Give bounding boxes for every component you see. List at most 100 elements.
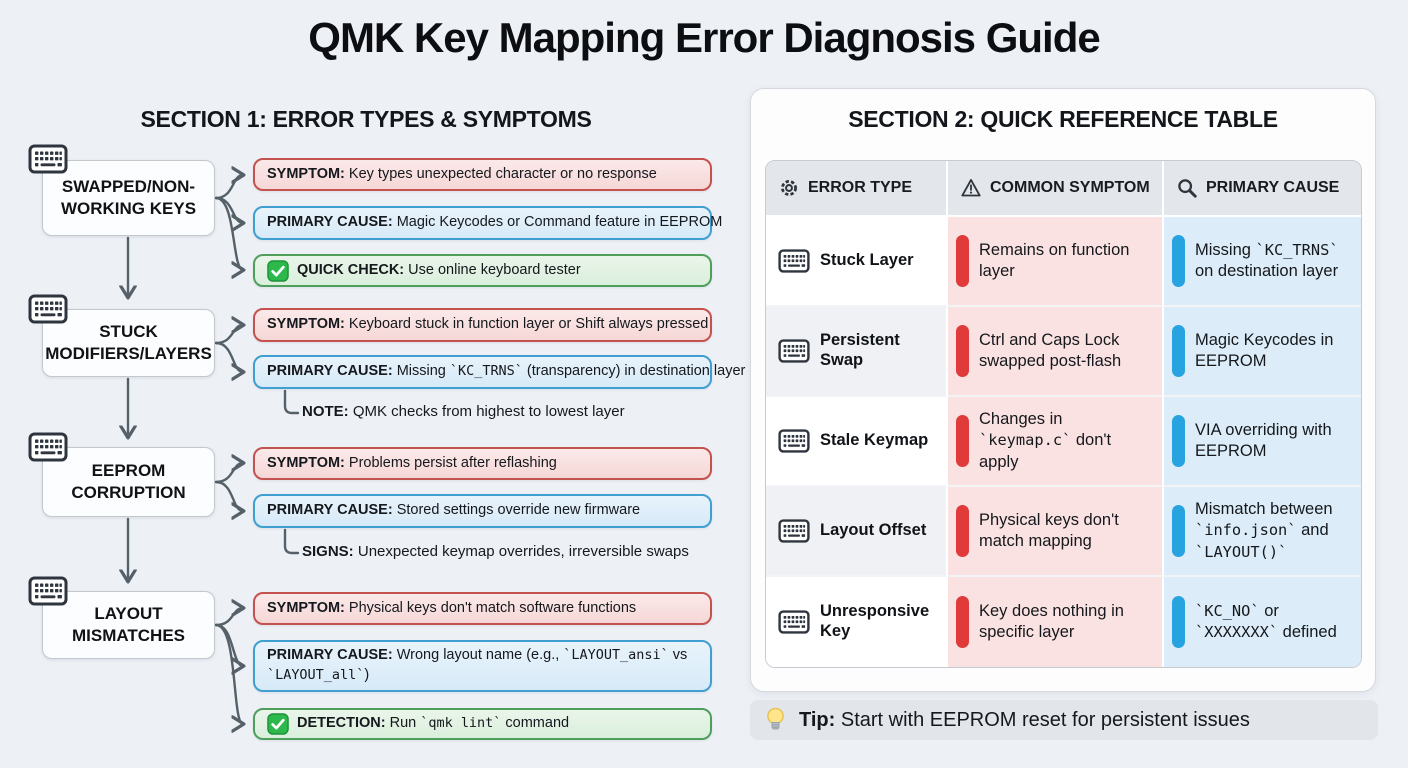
table-row-error-type: Persistent Swap	[766, 307, 948, 397]
tip-body: Start with EEPROM reset for persistent i…	[840, 708, 1250, 731]
detection-pill: DETECTION: Run `qmk lint` command	[253, 708, 712, 740]
keyboard-icon	[778, 519, 810, 543]
keyboard-icon	[28, 432, 68, 462]
page-title: QMK Key Mapping Error Diagnosis Guide	[308, 14, 1100, 61]
table-row-symptom: Remains on function layer	[948, 217, 1164, 307]
error-type-label: Unresponsive Key	[820, 602, 930, 640]
section2-heading: SECTION 2: QUICK REFERENCE TABLE	[848, 106, 1278, 132]
pill-label: PRIMARY CAUSE:	[267, 647, 393, 664]
pill-label: SYMPTOM:	[267, 454, 345, 471]
keyboard-icon	[28, 576, 68, 606]
table-row-error-type: Stale Keymap	[766, 397, 948, 487]
lightbulb-icon	[766, 707, 785, 734]
symptom-pill: SYMPTOM: Physical keys don't match softw…	[253, 592, 712, 625]
flow-node-stuck-modifiers: STUCK MODIFIERS/LAYERS	[42, 309, 215, 377]
tip-text: Tip: Start with EEPROM reset for persist…	[799, 709, 1250, 732]
pill-text: Stored settings override new firmware	[396, 502, 641, 519]
table-row-error-type: Stuck Layer	[766, 217, 948, 307]
flow-connectors	[0, 0, 300, 768]
flow-node-eeprom-corruption: EEPROM CORRUPTION	[42, 447, 215, 517]
table-row-cause: Mismatch between `info.json` and `LAYOUT…	[1164, 487, 1361, 577]
pill-text: Magic Keycodes or Command feature in EEP…	[396, 214, 723, 231]
cause-pill: PRIMARY CAUSE: Magic Keycodes or Command…	[253, 206, 722, 240]
note-line: NOTE: QMK checks from highest to lowest …	[302, 402, 722, 422]
table-row-error-type: Layout Offset	[766, 487, 948, 577]
table-row-cause: Missing `KC_TRNS` on destination layer	[1164, 217, 1361, 307]
flow-node-label: LAYOUT MISMATCHES	[71, 603, 185, 645]
red-accent-bar	[956, 505, 969, 557]
symptom-pill: SYMPTOM: Problems persist after reflashi…	[253, 447, 712, 480]
reference-table: ERROR TYPE COMMON SYMPTOM PRIMARY CAUSE …	[765, 160, 1362, 668]
note-label: NOTE:	[302, 403, 349, 420]
pill-label: QUICK CHECK:	[297, 261, 405, 278]
signs-line: SIGNS: Unexpected keymap overrides, irre…	[302, 542, 722, 562]
section1-heading: SECTION 1: ERROR TYPES & SYMPTOMS	[140, 106, 592, 132]
table-row-cause: Magic Keycodes in EEPROM	[1164, 307, 1361, 397]
symptom-text: Ctrl and Caps Lock swapped post-flash	[979, 330, 1122, 370]
symptom-text: Physical keys don't match mapping	[979, 510, 1119, 550]
table-row-symptom: Ctrl and Caps Lock swapped post-flash	[948, 307, 1164, 397]
tip-bar: Tip: Start with EEPROM reset for persist…	[750, 700, 1378, 740]
red-accent-bar	[956, 415, 969, 467]
table-row-symptom: Physical keys don't match mapping	[948, 487, 1164, 577]
symptom-text: Remains on function layer	[979, 240, 1130, 280]
gear-icon	[778, 177, 800, 199]
pill-label: PRIMARY CAUSE:	[267, 502, 393, 519]
column-label: PRIMARY CAUSE	[1206, 179, 1340, 196]
error-type-label: Layout Offset	[820, 521, 927, 540]
note-text: QMK checks from highest to lowest layer	[352, 403, 625, 420]
symptom-pill: SYMPTOM: Keyboard stuck in function laye…	[253, 308, 712, 342]
note-label: SIGNS:	[302, 543, 354, 560]
flow-node-label: STUCK MODIFIERS/LAYERS	[45, 321, 212, 363]
blue-accent-bar	[1172, 415, 1185, 467]
error-type-label: Persistent Swap	[820, 331, 900, 369]
table-row-error-type: Unresponsive Key	[766, 577, 948, 667]
cause-pill: PRIMARY CAUSE: Missing `KC_TRNS` (transp…	[253, 355, 745, 389]
warning-icon	[960, 177, 982, 199]
symptom-pill: SYMPTOM: Key types unexpected character …	[253, 158, 712, 191]
pill-text: Missing `KC_TRNS` (transparency) in dest…	[396, 363, 746, 380]
red-accent-bar	[956, 596, 969, 648]
flow-node-swapped-keys: SWAPPED/NON-WORKING KEYS	[42, 160, 215, 236]
cause-pill: PRIMARY CAUSE: Wrong layout name (e.g., …	[253, 640, 712, 692]
symptom-text: Key does nothing in specific layer	[979, 601, 1124, 641]
blue-accent-bar	[1172, 596, 1185, 648]
error-type-label: Stale Keymap	[820, 431, 929, 450]
keyboard-icon	[28, 294, 68, 324]
keyboard-icon	[778, 429, 810, 453]
red-accent-bar	[956, 235, 969, 287]
red-accent-bar	[956, 325, 969, 377]
pill-label: SYMPTOM:	[267, 165, 345, 182]
blue-accent-bar	[1172, 325, 1185, 377]
cause-pill: PRIMARY CAUSE: Stored settings override …	[253, 494, 712, 528]
search-icon	[1176, 177, 1198, 199]
flow-node-layout-mismatches: LAYOUT MISMATCHES	[42, 591, 215, 659]
error-type-label: Stuck Layer	[820, 251, 914, 270]
cause-text: Magic Keycodes in EEPROM	[1195, 330, 1334, 370]
keyboard-icon	[28, 144, 68, 174]
pill-text: Physical keys don't match software funct…	[348, 599, 637, 616]
flow-node-label: SWAPPED/NON-WORKING KEYS	[60, 176, 197, 218]
pill-text: Use online keyboard tester	[408, 261, 581, 278]
pill-text: Keyboard stuck in function layer or Shif…	[348, 316, 709, 333]
pill-text: Problems persist after reflashing	[348, 454, 557, 471]
table-row-cause: `KC_NO` or `XXXXXXX` defined	[1164, 577, 1361, 667]
column-header-primary-cause: PRIMARY CAUSE	[1164, 161, 1361, 217]
tip-label: Tip:	[799, 708, 836, 731]
keyboard-icon	[778, 610, 810, 634]
pill-text: Run `qmk lint` command	[389, 715, 570, 732]
column-label: ERROR TYPE	[808, 179, 913, 196]
pill-label: PRIMARY CAUSE:	[267, 214, 393, 231]
pill-label: SYMPTOM:	[267, 599, 345, 616]
cause-text: Missing `KC_TRNS` on destination layer	[1195, 240, 1339, 280]
cause-text: Mismatch between `info.json` and `LAYOUT…	[1195, 500, 1333, 561]
check-icon	[267, 713, 289, 735]
table-row-symptom: Key does nothing in specific layer	[948, 577, 1164, 667]
table-row-cause: VIA overriding with EEPROM	[1164, 397, 1361, 487]
table-row-symptom: Changes in `keymap.c` don't apply	[948, 397, 1164, 487]
check-icon	[267, 260, 289, 282]
note-text: Unexpected keymap overrides, irreversibl…	[357, 543, 689, 560]
pill-label: SYMPTOM:	[267, 316, 345, 333]
symptom-text: Changes in `keymap.c` don't apply	[979, 410, 1112, 471]
keyboard-icon	[778, 249, 810, 273]
